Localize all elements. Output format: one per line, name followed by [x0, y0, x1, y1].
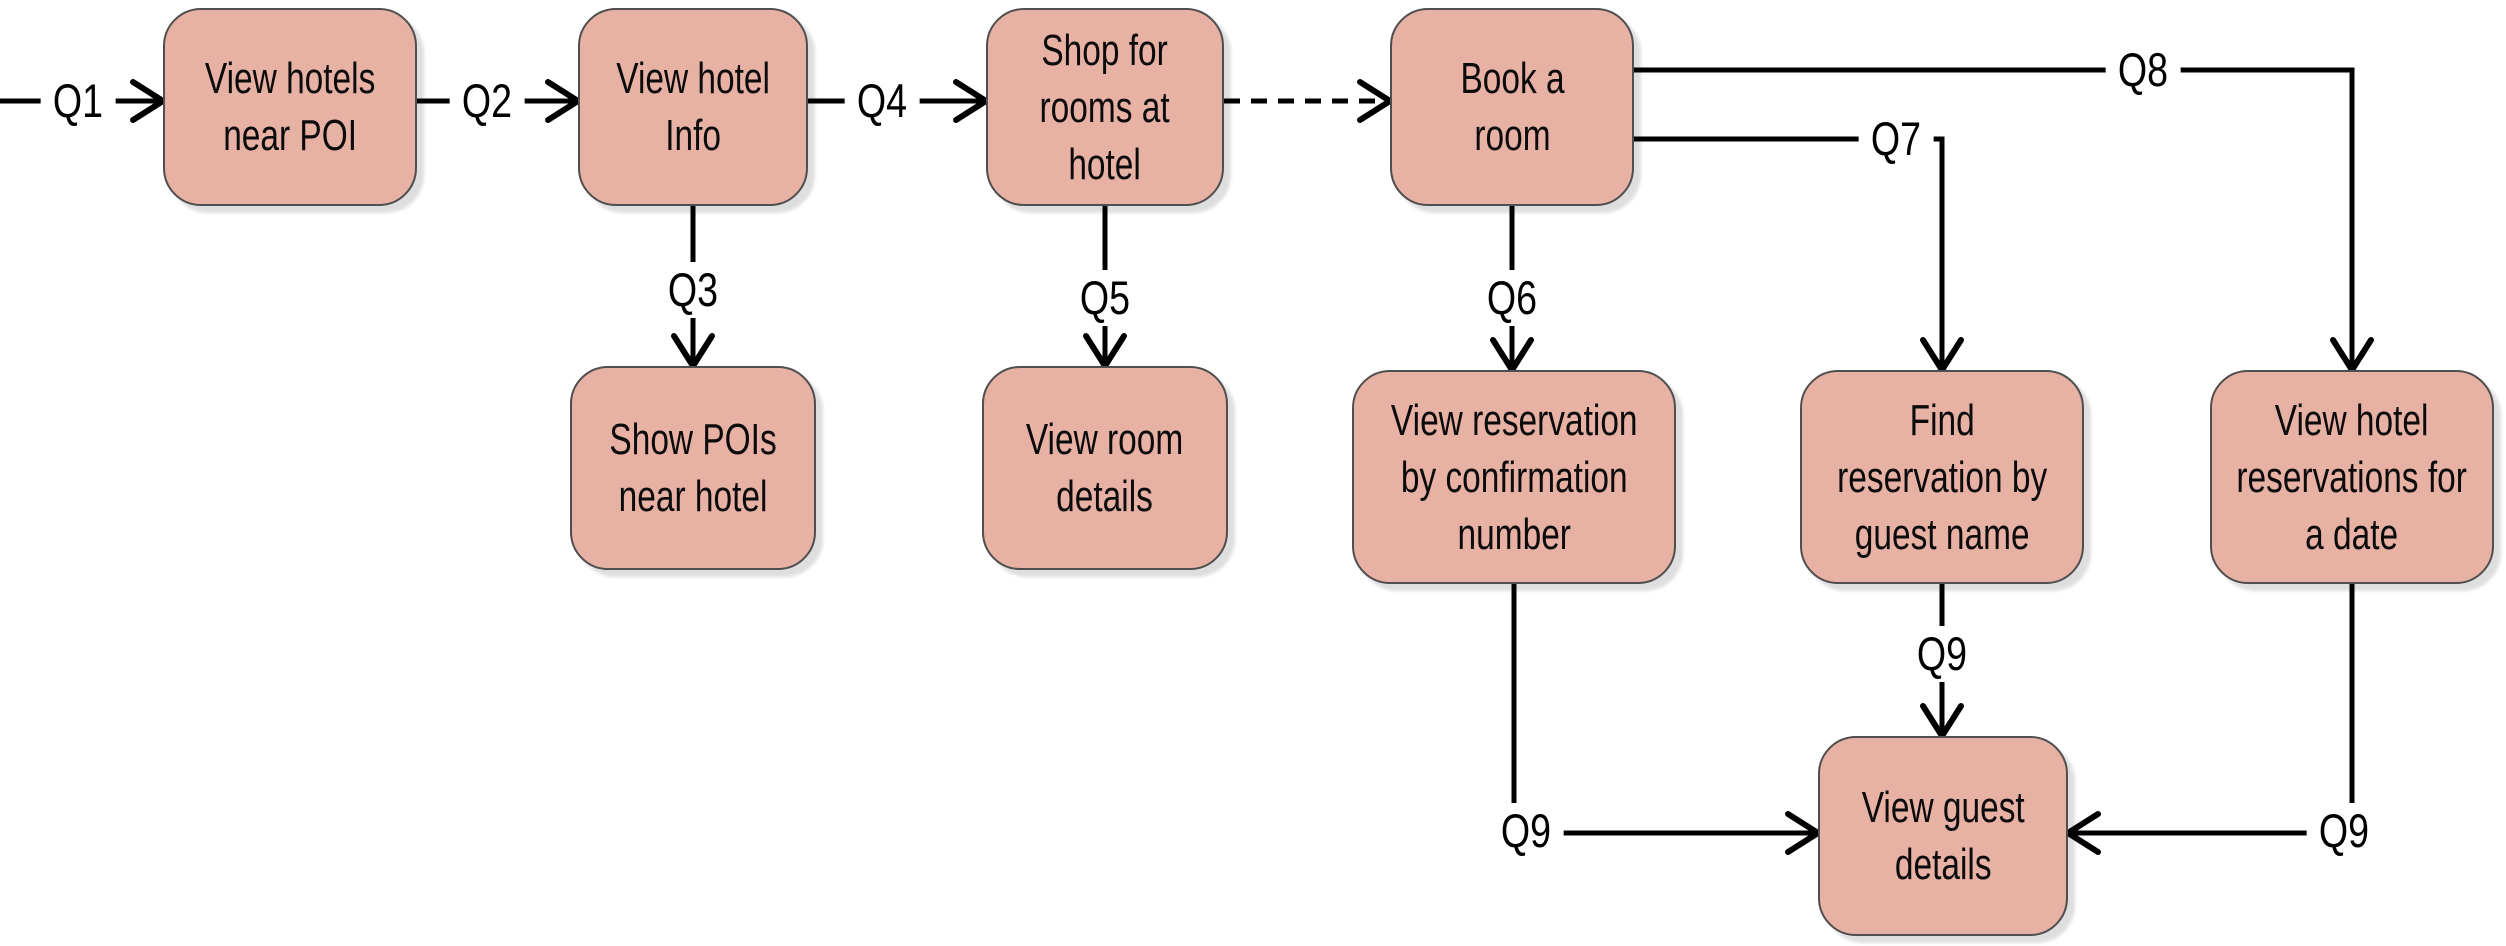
edge-label-text: Q8 [2117, 43, 2169, 96]
edge-q8-book-room-to-hotel-reservations [1634, 67, 2355, 370]
node-label-line: room [1473, 111, 1551, 160]
node-label-line: guest name [1854, 509, 2030, 559]
node-label-line: View reservation [1390, 395, 1638, 445]
node-label: Show POIs near hotel [609, 411, 776, 525]
node-label-line: rooms at [1039, 82, 1171, 132]
node-label-line: a date [2305, 509, 2399, 559]
node-view-guest-details: View guest details [1818, 736, 2068, 936]
node-label-line: Book a [1459, 54, 1565, 103]
node-label-line: View hotel [616, 54, 770, 103]
node-label-line: hotel [1068, 139, 1142, 189]
node-label-line: Shop for [1041, 25, 1169, 75]
edge-label-q8-book-room-to-hotel-reservations: Q8 [2105, 42, 2181, 98]
edge-q9-view-reservation-to-guest-details [1511, 584, 1818, 836]
edge-label-text: Q1 [52, 74, 104, 127]
node-label-line: by confirmation [1400, 452, 1628, 502]
node-label-line: View room [1026, 415, 1184, 464]
node-label-line: details [1894, 840, 1992, 889]
edge-label-text: Q2 [461, 74, 513, 127]
edge-label-q9-find-reservation-to-guest-details: Q9 [1904, 626, 1980, 682]
edge-label-text: Q9 [1500, 804, 1552, 857]
node-label: View hotels near POI [205, 50, 375, 164]
node-view-hotels-near-poi: View hotels near POI [163, 8, 417, 206]
node-label: Shop for rooms at hotel [1040, 22, 1170, 193]
node-view-room-details: View room details [982, 366, 1228, 570]
edge-label-q9-view-reservation-to-guest-details: Q9 [1488, 803, 1564, 859]
node-label-line: View hotels [204, 54, 376, 103]
node-label: Book a room [1460, 50, 1564, 164]
edge-q9-hotel-reservations-to-guest-details [2068, 584, 2355, 836]
node-label-line: Show POIs [609, 415, 777, 464]
node-label: View reservation by confirmation number [1391, 392, 1638, 563]
edge-label-text: Q9 [1916, 627, 1968, 680]
node-find-reservation-by-guest-name: Find reservation by guest name [1800, 370, 2084, 584]
node-label: View guest details [1862, 779, 2025, 893]
edge-label-q6-book-room-to-view-reservation: Q6 [1474, 270, 1550, 326]
node-label-line: View guest [1861, 783, 2025, 832]
edge-q7-book-room-to-find-reservation [1634, 136, 1945, 370]
node-label-line: number [1457, 509, 1571, 559]
node-show-pois-near-hotel: Show POIs near hotel [570, 366, 816, 570]
node-label-line: reservations for [2236, 452, 2468, 502]
node-label: View hotel reservations for a date [2237, 392, 2467, 563]
node-view-reservation-by-confirmation-number: View reservation by confirmation number [1352, 370, 1676, 584]
arrowhead-icon [2062, 811, 2101, 855]
node-label-line: Info [665, 111, 721, 160]
node-label-line: details [1056, 472, 1154, 521]
node-shop-for-rooms-at-hotel: Shop for rooms at hotel [986, 8, 1224, 206]
node-label: View room details [1026, 411, 1183, 525]
edge-label-text: Q3 [667, 263, 719, 316]
edge-label-text: Q5 [1079, 271, 1131, 324]
edge-label-text: Q6 [1486, 271, 1538, 324]
node-label: Find reservation by guest name [1837, 392, 2047, 563]
edge-label-q7-book-room-to-find-reservation: Q7 [1858, 111, 1934, 167]
node-book-a-room: Book a room [1390, 8, 1634, 206]
node-label-line: reservation by [1836, 452, 2048, 502]
edge-label-q2-view-hotels-to-hotel-info: Q2 [449, 73, 525, 129]
edge-label-q5-shop-rooms-to-room-details: Q5 [1067, 270, 1143, 326]
edge-label-text: Q9 [2318, 804, 2370, 857]
node-label-line: near POI [223, 111, 357, 160]
node-view-hotel-reservations-for-a-date: View hotel reservations for a date [2210, 370, 2494, 584]
edge-label-q9-hotel-reservations-to-guest-details: Q9 [2306, 803, 2382, 859]
edge-label-q1-start-to-view-hotels: Q1 [40, 73, 116, 129]
edge-label-text: Q4 [856, 74, 908, 127]
node-label-line: View hotel [2275, 395, 2429, 445]
edge-label-text: Q7 [1870, 112, 1922, 165]
node-label-line: Find [1909, 395, 1975, 445]
node-label-line: near hotel [618, 472, 768, 521]
edge-label-q4-hotel-info-to-shop-rooms: Q4 [844, 73, 920, 129]
edge-label-q3-hotel-info-to-show-pois: Q3 [655, 262, 731, 318]
